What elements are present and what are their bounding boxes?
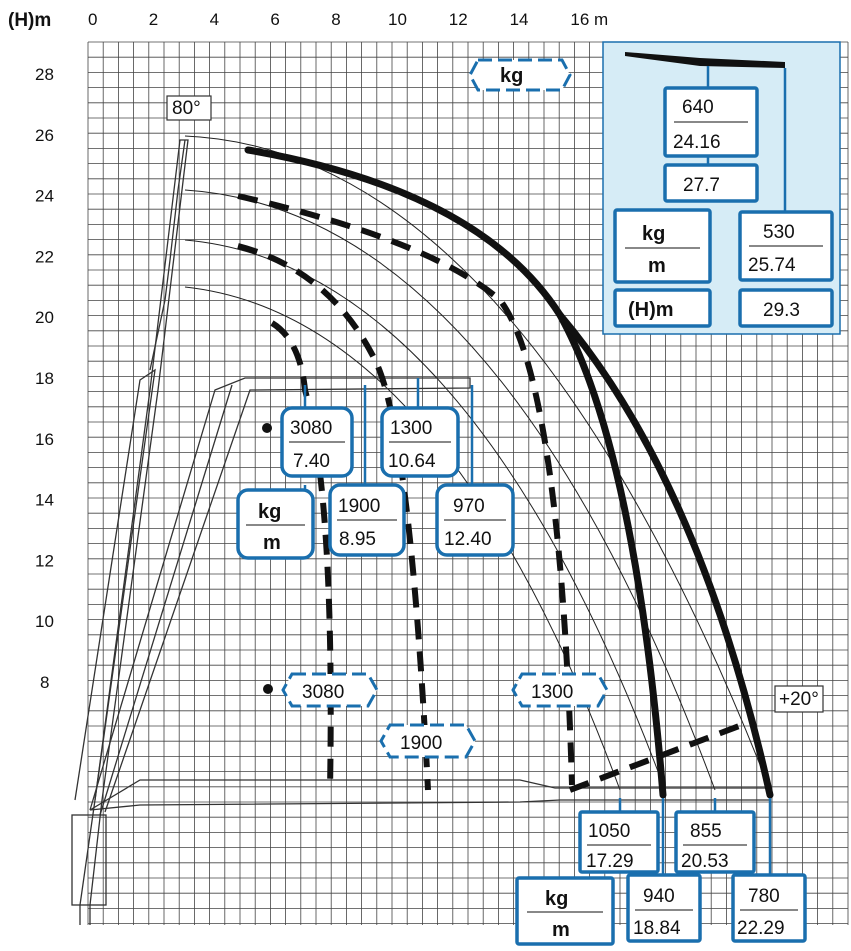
upper-d-reach: 12.40 <box>444 529 492 550</box>
inset-height-2: 29.3 <box>763 300 800 321</box>
inset-unit-kg: kg <box>642 223 665 245</box>
x-tick-label: 12 <box>449 10 468 29</box>
upper-unit-m: m <box>263 532 281 554</box>
y-tick-label: 10 <box>35 612 54 631</box>
y-tick-label: 20 <box>35 308 54 327</box>
inset-box-height-2 <box>738 288 834 328</box>
crane-base <box>71 814 107 925</box>
curve-solid-outer <box>556 311 774 799</box>
box-780-2229 <box>731 873 807 943</box>
y-tick-label: 28 <box>35 65 54 84</box>
upper-c-load: 1900 <box>338 496 380 517</box>
bottom-c-reach: 18.84 <box>633 918 681 939</box>
dashed-box-1300 <box>511 672 609 708</box>
bullet-lower <box>263 684 273 694</box>
dashed-box-3080 <box>281 672 379 708</box>
upper-labels: 3080 7.40 1300 10.64 kg m 1900 8.95 970 … <box>236 378 515 560</box>
bottom-a-reach: 17.29 <box>586 851 634 872</box>
curve-dash-20deg <box>568 717 757 793</box>
bottom-a-load: 1050 <box>588 821 630 842</box>
y-tick-label: 8 <box>40 673 49 692</box>
x-tick-labels: 0 2 4 6 8 10 12 14 16 <box>88 10 589 29</box>
bottom-labels: 1050 17.29 855 20.53 kg m 940 18.84 780 … <box>515 798 807 946</box>
crane-boom-mid <box>89 377 471 816</box>
lower-b: 1900 <box>400 733 442 754</box>
angle-20-label: +20° <box>779 689 819 710</box>
bottom-unit-kg: kg <box>545 888 568 910</box>
y-tick-label: 12 <box>35 551 54 570</box>
y-axis-unit: (H)m <box>8 10 51 31</box>
x-tick-label: 0 <box>88 10 97 29</box>
y-tick-labels: 28 26 24 22 20 18 16 14 12 10 8 <box>35 65 54 692</box>
inset-reach-1: 24.16 <box>673 132 721 153</box>
inset-unit-box <box>613 208 712 284</box>
curve-dash-1300 <box>237 193 575 786</box>
inset-panel: 640 24.16 27.7 kg m (H)m 530 25.74 29.3 <box>602 41 841 335</box>
x-tick-label: 4 <box>210 10 219 29</box>
y-tick-label: 14 <box>35 491 54 510</box>
inset-load-1: 640 <box>682 97 714 118</box>
inset-height-1: 27.7 <box>683 175 720 196</box>
upper-d-load: 970 <box>453 496 485 517</box>
crane-boom-vertical <box>74 139 189 906</box>
x-tick-label: 6 <box>270 10 279 29</box>
curve-dash-1900 <box>237 243 431 791</box>
box-855-2053 <box>674 810 756 874</box>
y-tick-label: 22 <box>35 247 54 266</box>
upper-b-reach: 10.64 <box>388 451 436 472</box>
inset-box-height-1 <box>663 163 759 203</box>
upper-c-reach: 8.95 <box>339 529 376 550</box>
kg-legend-label: kg <box>500 65 523 87</box>
reach-arc-3 <box>184 239 666 791</box>
upper-unit-kg: kg <box>258 501 281 523</box>
bottom-d-reach: 22.29 <box>737 918 785 939</box>
inset-reach-2: 25.74 <box>748 255 796 276</box>
bottom-unit-m: m <box>552 919 570 941</box>
x-tick-label: 10 <box>388 10 407 29</box>
lower-a: 3080 <box>302 682 344 703</box>
kg-legend-badge <box>468 58 572 92</box>
angle-80-box <box>166 95 212 121</box>
y-tick-label: 24 <box>35 187 54 206</box>
bullet-upper <box>262 423 272 433</box>
angle-80-label: 80° <box>172 98 201 119</box>
angle-20-box <box>774 685 824 713</box>
y-tick-label: 26 <box>35 126 54 145</box>
x-tick-label: 2 <box>149 10 158 29</box>
inset-unit-m: m <box>648 255 666 277</box>
load-curves <box>237 146 774 799</box>
x-tick-label: 8 <box>331 10 340 29</box>
inset-unit-h: (H)m <box>628 299 674 321</box>
box-1050-1729 <box>578 810 660 874</box>
upper-a-reach: 7.40 <box>293 451 330 472</box>
dashed-box-1900 <box>379 723 477 759</box>
x-tick-label: 16 <box>570 10 589 29</box>
y-tick-label: 16 <box>35 430 54 449</box>
lower-dashed-labels: 3080 1900 1300 <box>263 672 609 759</box>
bottom-b-reach: 20.53 <box>681 851 729 872</box>
lower-c: 1300 <box>531 682 573 703</box>
box-940-1884 <box>626 873 702 943</box>
inset-load-2: 530 <box>763 222 795 243</box>
x-axis-unit: m <box>594 10 608 29</box>
bottom-d-load: 780 <box>748 886 780 907</box>
bottom-unit-box <box>515 876 615 946</box>
upper-b-load: 1300 <box>390 418 432 439</box>
upper-unit-box <box>236 488 315 560</box>
inset-unit-h-box <box>613 288 712 328</box>
bottom-b-load: 855 <box>690 821 722 842</box>
bottom-c-load: 940 <box>643 886 675 907</box>
upper-a-load: 3080 <box>290 418 332 439</box>
x-tick-label: 14 <box>510 10 529 29</box>
y-tick-label: 18 <box>35 369 54 388</box>
